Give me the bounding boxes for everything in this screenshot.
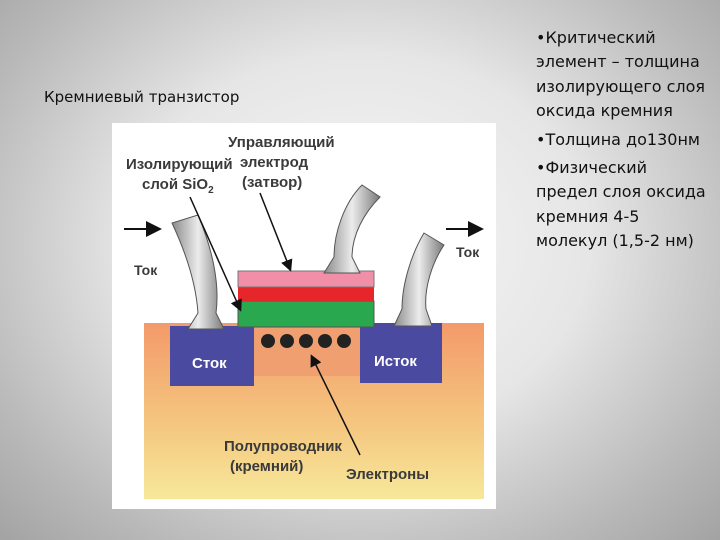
gate-electrode-red — [238, 285, 374, 301]
electrons-label: Электроны — [346, 466, 429, 483]
bullet-physical-limit: •Физический предел слоя оксида кремния 4… — [536, 158, 706, 251]
insulator-label-line2: слой SiO2 — [142, 176, 214, 196]
current-right-label: Ток — [456, 244, 480, 260]
semiconductor-label-line1: Полупроводник — [224, 438, 342, 455]
drain-terminal — [170, 326, 254, 386]
gate-label-line2: электрод — [240, 154, 309, 171]
insulator-label-main: слой SiO — [142, 176, 208, 193]
electron — [280, 334, 294, 348]
gate-label-line3: (затвор) — [242, 174, 302, 191]
gate-pointer — [259, 192, 293, 272]
drain-lead — [171, 214, 225, 330]
gate-electrode-top — [237, 270, 375, 288]
insulator-label-subscript: 2 — [208, 185, 214, 196]
gate-label-line1: Управляющий — [228, 134, 335, 151]
gate-lead — [323, 184, 381, 274]
electron — [318, 334, 332, 348]
bullet-thickness: •Толщина до130нм — [536, 129, 700, 149]
electron — [299, 334, 313, 348]
source-lead — [393, 232, 445, 327]
drain-label: Сток — [192, 355, 227, 372]
current-left-label: Ток — [134, 262, 158, 278]
source-terminal — [360, 323, 442, 383]
source-label: Исток — [374, 353, 417, 370]
electron — [261, 334, 275, 348]
semiconductor-label-line2: (кремний) — [230, 458, 303, 475]
electron — [337, 334, 351, 348]
insulator-label-line1: Изолирующий — [126, 156, 233, 173]
insulator-pointer — [189, 196, 242, 312]
oxide-layer — [237, 300, 375, 328]
bullet-critical-element: •Критический элемент – толщина изолирующ… — [536, 28, 706, 121]
transistor-diagram-svg: Управляющий электрод (затвор) Изолирующи… — [124, 134, 484, 499]
transistor-diagram: Управляющий электрод (затвор) Изолирующи… — [112, 123, 496, 509]
slide-title: Кремниевый транзистор — [44, 88, 240, 106]
bullet-list: •Критический элемент – толщина изолирующ… — [536, 26, 712, 258]
electrons-pointer — [310, 354, 361, 456]
